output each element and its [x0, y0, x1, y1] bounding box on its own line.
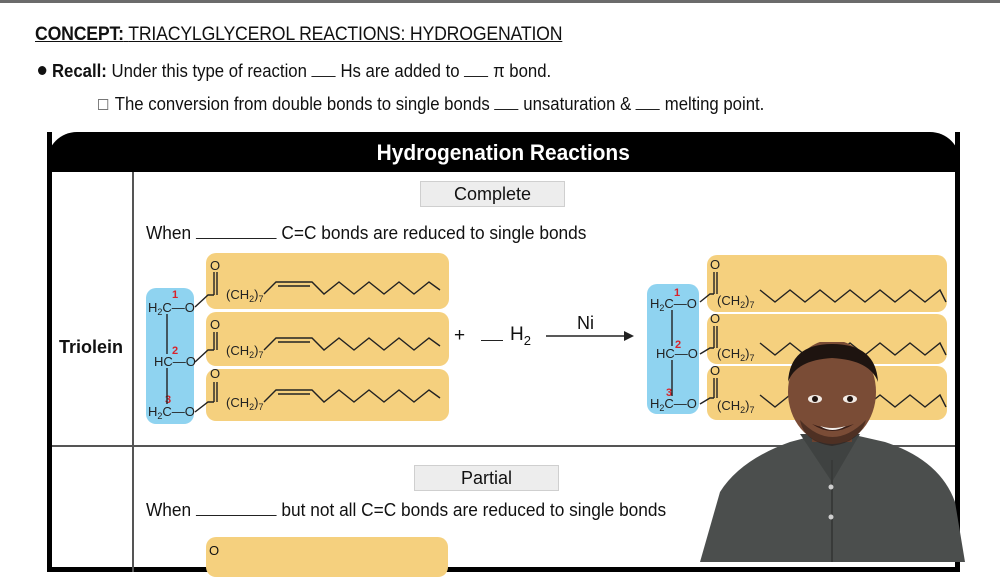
svg-text:(CH2)7: (CH2)7 [717, 346, 754, 363]
fatty-acid-highlight-1 [707, 255, 947, 312]
recall-text-1: Under this type of reaction [111, 61, 307, 81]
plus-sign: + [454, 325, 466, 346]
sentence-start: When [146, 500, 192, 520]
svg-text:(CH2)7: (CH2)7 [226, 395, 263, 412]
fill-blank [464, 62, 489, 77]
top-border [0, 0, 1000, 3]
svg-text:HC—O: HC—O [154, 354, 196, 369]
svg-text:(CH2)7: (CH2)7 [226, 287, 263, 304]
sub-point: The conversion from double bonds to sing… [98, 94, 764, 115]
table-header: Hydrogenation Reactions [47, 132, 960, 172]
partial-sentence: When but not all C=C bonds are reduced t… [146, 500, 666, 521]
partial-fatty-acid-highlight [206, 537, 448, 577]
svg-text:O: O [210, 366, 220, 381]
row-divider [52, 445, 955, 447]
partial-label-box: Partial [414, 465, 559, 491]
svg-text:H2C—O: H2C—O [148, 300, 195, 317]
svg-text:O: O [710, 257, 720, 272]
tristearin-product-structure: 1 2 3 H2C—O HC—O H2C—O O O O (CH2)7 (CH2)7 (… [647, 255, 947, 420]
complete-sentence: When C=C bonds are reduced to single bon… [146, 223, 586, 244]
sentence-end: but not all C=C bonds are reduced to sin… [281, 500, 667, 520]
h2-reagent: H2 [510, 324, 531, 348]
fill-blank [494, 95, 519, 110]
svg-text:3: 3 [666, 387, 672, 399]
bullet-icon [38, 65, 47, 75]
catalyst-label: Ni [577, 313, 594, 333]
svg-text:HC—O: HC—O [656, 346, 698, 361]
svg-text:1: 1 [674, 287, 680, 299]
hair [788, 344, 878, 382]
partial-label: Partial [460, 468, 513, 488]
table-title: Hydrogenation Reactions [376, 140, 631, 165]
fill-blank [635, 95, 661, 110]
checkbox-bullet-icon [98, 98, 109, 110]
fatty-acid-highlight-2 [707, 314, 947, 364]
reaction-arrow-icon [546, 331, 634, 341]
concept-label: CONCEPT: [35, 24, 124, 45]
sub-text-3: melting point. [664, 94, 765, 114]
fill-blank [481, 330, 503, 341]
complete-label-box: Complete [420, 181, 565, 207]
svg-text:H2C—O: H2C—O [650, 396, 697, 413]
svg-text:O: O [710, 363, 720, 378]
svg-text:(CH2)7: (CH2)7 [717, 293, 754, 310]
fill-blank [311, 62, 336, 77]
fill-blank [195, 501, 277, 516]
svg-text:(CH2)7: (CH2)7 [717, 398, 754, 415]
svg-text:O: O [210, 317, 220, 332]
partial-carbonyl-o: O [209, 543, 220, 558]
column-divider [132, 172, 134, 572]
sentence-end: C=C bonds are reduced to single bonds [281, 223, 587, 243]
recall-text-2: Hs are added to [340, 61, 460, 81]
triolein-reactant-structure: 1 2 3 H2C—O HC—O H2C—O O O O (CH2)7 (CH2)7 (… [146, 253, 449, 424]
page-title: CONCEPT: TRIACYLGLYCEROL REACTIONS: HYDR… [35, 24, 562, 46]
svg-text:H2C—O: H2C—O [148, 404, 195, 421]
h2-coefficient-blank [481, 325, 503, 347]
sentence-start: When [146, 223, 192, 243]
svg-text:H2C—O: H2C—O [650, 296, 697, 313]
reagent-subscript: 2 [523, 332, 531, 348]
row-label-triolein: Triolein [59, 337, 124, 357]
fatty-acid-highlight-1 [206, 253, 449, 309]
complete-label: Complete [453, 184, 532, 204]
glycerol-highlight [146, 288, 194, 424]
recall-label: Recall: [51, 61, 107, 81]
face [788, 342, 876, 444]
recall-text-3: π bond. [493, 61, 552, 81]
svg-text:2: 2 [172, 345, 178, 357]
sub-text-2: unsaturation & [523, 94, 632, 114]
fill-blank [195, 224, 277, 239]
glycerol-highlight [647, 284, 699, 414]
svg-text:3: 3 [165, 394, 171, 406]
svg-text:1: 1 [172, 289, 178, 301]
concept-title: TRIACYLGLYCEROL REACTIONS: HYDROGENATION [128, 24, 563, 45]
sub-text-1: The conversion from double bonds to sing… [114, 94, 490, 114]
fatty-acid-highlight-3 [206, 369, 449, 421]
svg-text:2: 2 [675, 339, 681, 351]
presenter-video-overlay [700, 342, 965, 562]
recall-bullet: Recall: Under this type of reaction Hs a… [38, 61, 551, 82]
svg-text:O: O [710, 311, 720, 326]
fatty-acid-highlight-2 [206, 312, 449, 366]
svg-text:(CH2)7: (CH2)7 [226, 343, 263, 360]
svg-text:O: O [210, 258, 220, 273]
reagent-h: H [510, 324, 524, 345]
